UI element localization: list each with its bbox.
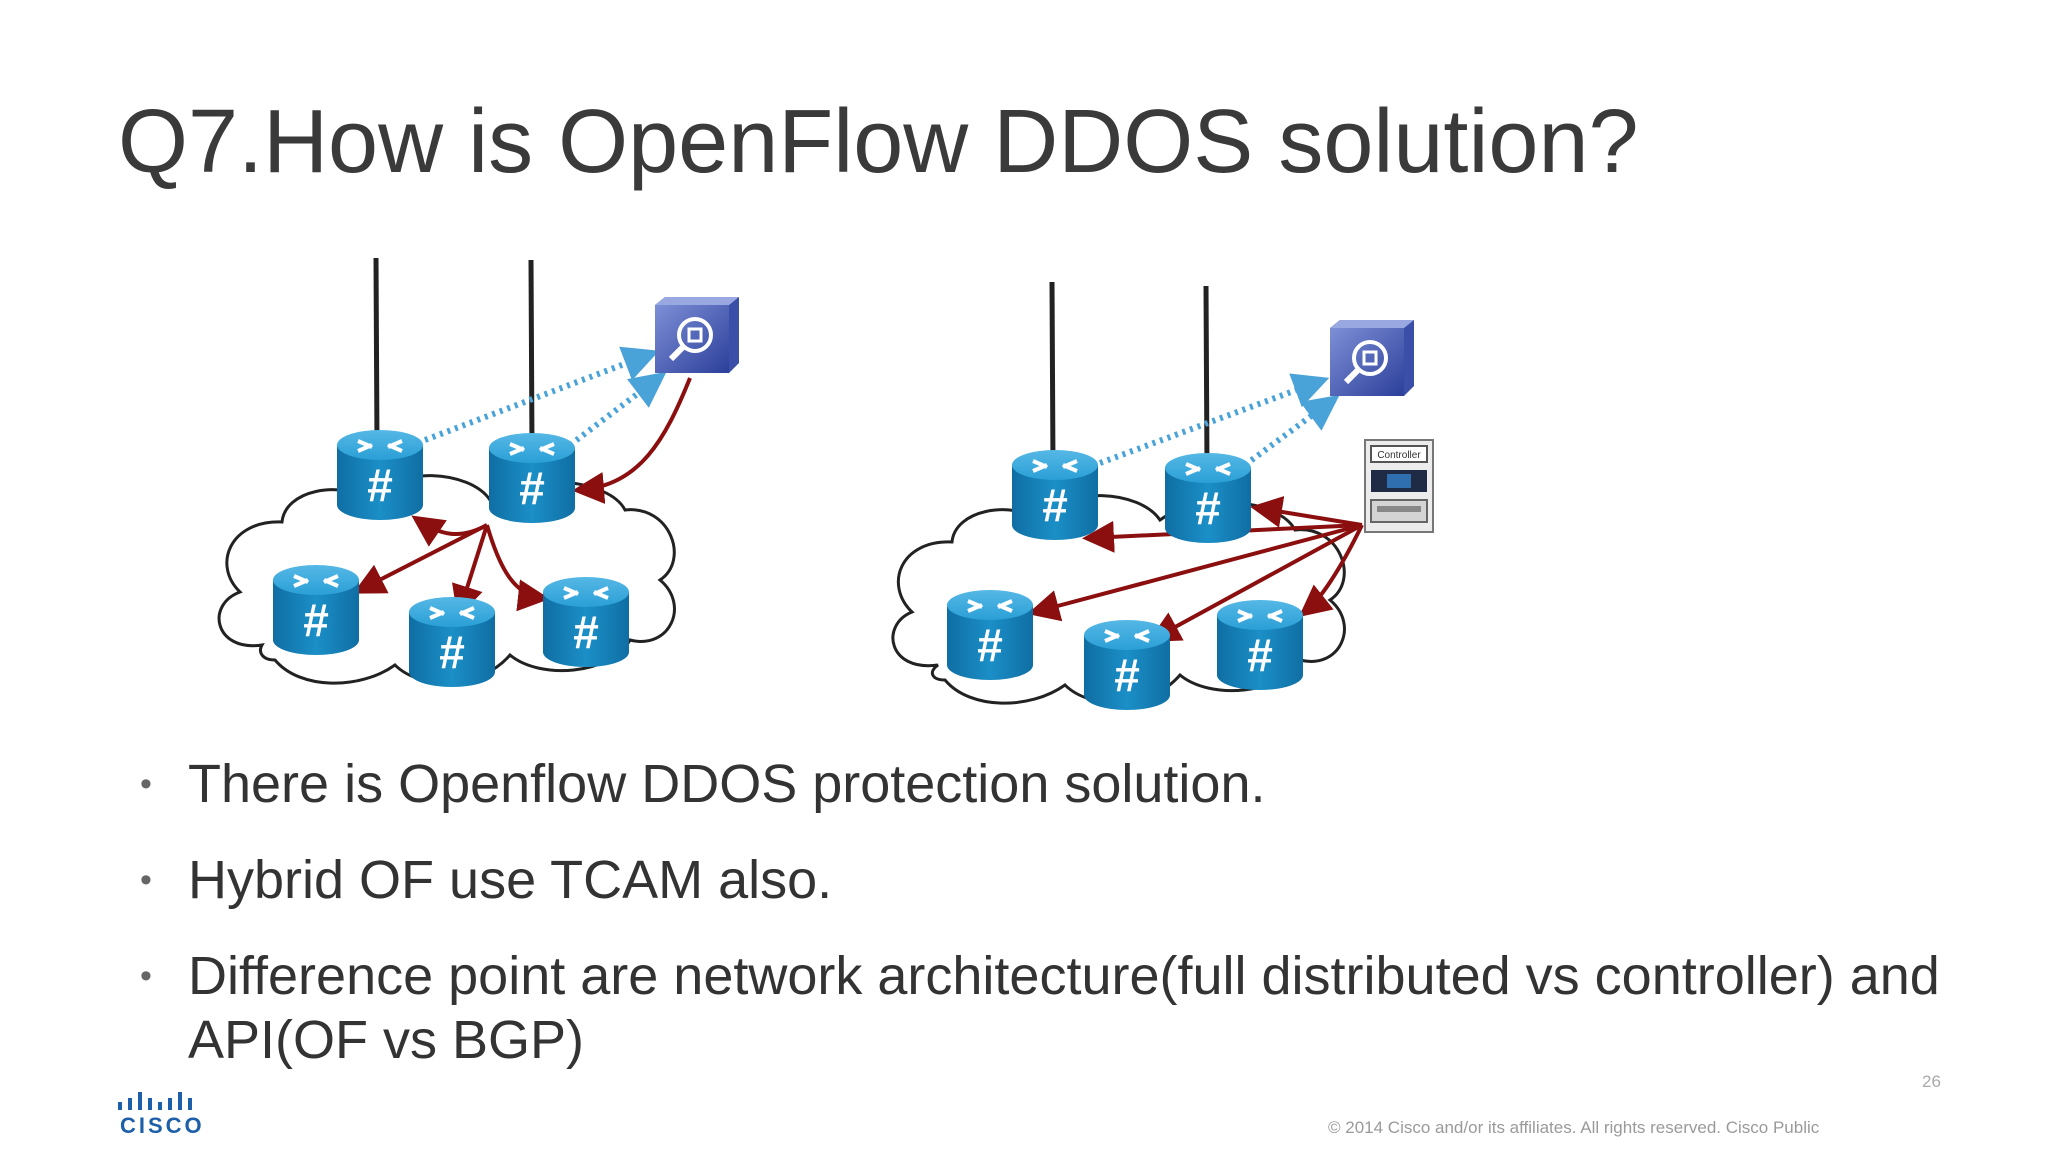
- left-arrow-4: [411, 515, 488, 547]
- bullet-item: • There is Openflow DDOS protection solut…: [140, 752, 1940, 816]
- right-controller-arrow-1: [1250, 496, 1363, 528]
- bullet-dot: •: [140, 765, 152, 803]
- router-icon: #: [1012, 450, 1098, 540]
- router-icon: #: [489, 433, 575, 523]
- right-dotted-link-1: [1098, 373, 1330, 466]
- router-icon: #: [273, 565, 359, 655]
- left-monitor-return-arrow: [572, 377, 692, 504]
- right-controller-arrow-3: [1027, 523, 1363, 622]
- left-network: # # # #: [217, 257, 739, 687]
- svg-text:#: #: [1195, 482, 1221, 534]
- bullet-item: • Hybrid OF use TCAM also.: [140, 848, 1940, 912]
- bullet-list: • There is Openflow DDOS protection solut…: [140, 752, 1940, 1104]
- svg-text:#: #: [303, 594, 329, 646]
- left-uplink-1: [373, 257, 380, 448]
- router-icon: #: [543, 577, 629, 667]
- svg-text:#: #: [367, 459, 393, 511]
- svg-text:#: #: [1247, 629, 1273, 681]
- right-uplink-2: [1203, 285, 1210, 471]
- copyright-footer: © 2014 Cisco and/or its affiliates. All …: [1328, 1118, 1820, 1137]
- left-dotted-link-1: [423, 346, 660, 443]
- bullet-dot: •: [140, 957, 152, 995]
- left-arrow-1: [352, 523, 488, 594]
- right-cloud: [891, 494, 1346, 705]
- monitor-appliance-icon: [655, 297, 739, 373]
- svg-text:#: #: [1042, 479, 1068, 531]
- router-icon: #: [337, 430, 423, 520]
- right-uplink-1: [1049, 281, 1056, 469]
- left-arrow-3: [485, 524, 550, 612]
- right-controller-arrow-4: [1147, 523, 1363, 642]
- right-network: # # # #: [891, 281, 1434, 710]
- left-arrow-2: [452, 524, 489, 618]
- router-icon: #: [409, 597, 495, 687]
- svg-text:#: #: [573, 606, 599, 658]
- router-icon: #: [1165, 453, 1251, 543]
- bullet-dot: •: [140, 861, 152, 899]
- router-icon: #: [947, 590, 1033, 680]
- left-cloud: [217, 474, 676, 685]
- router-icon: #: [1217, 600, 1303, 690]
- svg-text:#: #: [1114, 649, 1140, 701]
- monitor-appliance-icon: [1330, 320, 1414, 396]
- bullet-item: • Difference point are network architectu…: [140, 944, 1940, 1072]
- right-controller-arrow-5: [1298, 524, 1364, 618]
- bullet-text: Hybrid OF use TCAM also.: [188, 850, 833, 910]
- svg-text:#: #: [519, 462, 545, 514]
- bullet-text: Difference point are network architectur…: [188, 946, 1940, 1070]
- cisco-logo-icon: [118, 1092, 192, 1110]
- router-icon: #: [1084, 620, 1170, 710]
- network-diagram: # # # #: [217, 257, 1434, 710]
- controller-server-icon: Controller: [1364, 439, 1434, 533]
- page-number: 26: [1922, 1072, 1941, 1091]
- left-uplink-2: [528, 259, 535, 451]
- svg-text:#: #: [977, 619, 1003, 671]
- logo-wordmark: CISCO: [120, 1113, 205, 1138]
- controller-label: Controller: [1377, 450, 1421, 461]
- svg-text:#: #: [439, 626, 465, 678]
- slide-title: Q7.How is OpenFlow DDOS solution?: [118, 92, 1639, 192]
- bullet-text: There is Openflow DDOS protection soluti…: [188, 754, 1266, 814]
- left-dotted-link-2: [568, 371, 667, 448]
- right-dotted-link-2: [1243, 394, 1340, 468]
